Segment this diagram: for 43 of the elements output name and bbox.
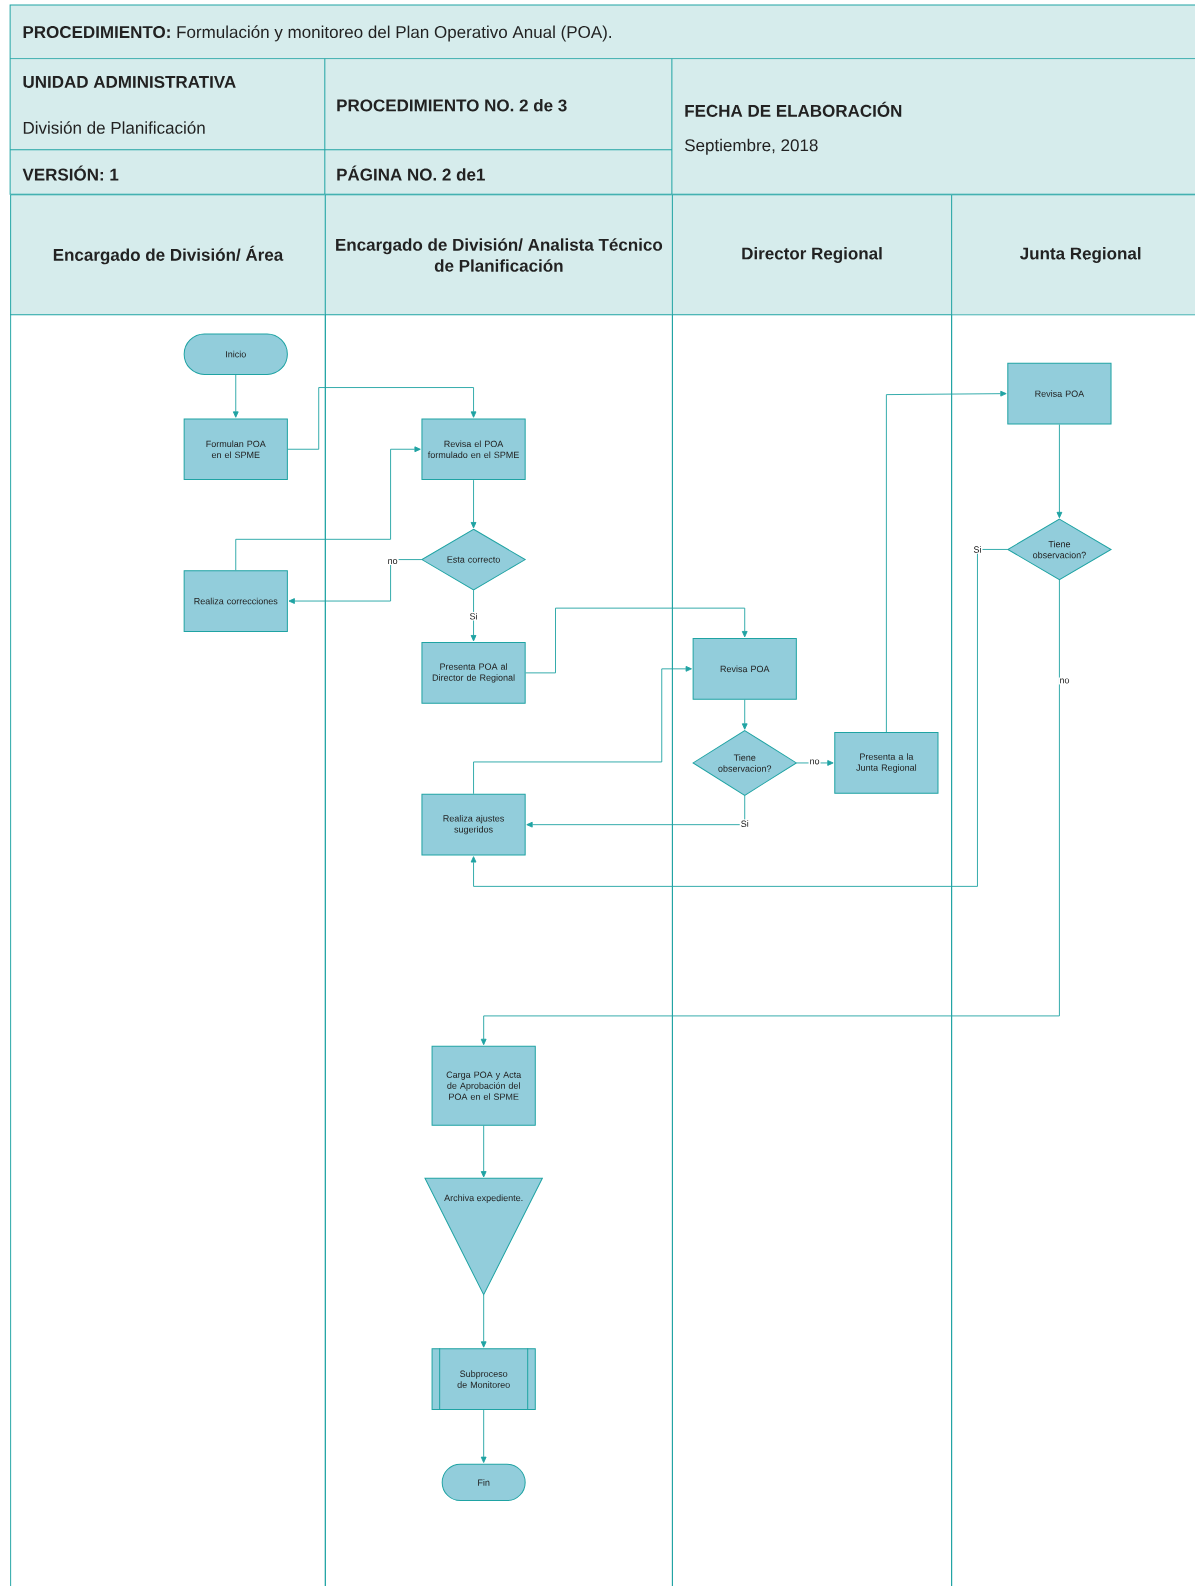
process-box: Carga POA y Acta de Aprobación del POA en el SPME [431,1045,536,1126]
process-box: Realiza correcciones [183,570,288,632]
arrow [480,1125,487,1178]
edge-label: Si [469,612,477,620]
title: PROCEDIMIENTO: Formulación y monitoreo del Plan Operativo Anual (POA). [23,25,611,42]
process-box: Revisa POA [1007,362,1112,425]
arrow [525,607,748,674]
arrow [1056,424,1063,519]
subprocess-box: Subproceso de Monitoreo [431,1347,536,1411]
cell-heading: VERSIÓN: 1 [22,165,119,181]
process-box: Presenta a la Junta Regional [834,732,939,794]
cell-heading: FECHA DE ELABORACIÓN [685,101,902,117]
arrow [232,374,239,418]
arrow [470,549,1009,887]
process-box: Formulan POA en el SPME [183,418,288,481]
arrow [480,579,1060,1046]
arrow [796,760,834,766]
cell-text: División de Planificación [23,121,205,134]
edge-label: Si [741,820,749,827]
arrow [470,589,477,642]
arrow [526,795,746,828]
process-box: Presenta POA al Director de Regional [421,642,526,704]
process-box: Revisa el POA formulado en el SPME [421,418,526,481]
process-box: Revisa POA [692,638,797,700]
process-box: Realiza ajustes sugeridos [421,793,526,856]
arrow [480,1409,487,1463]
edge-label: no [388,559,398,565]
cell-heading: PROCEDIMIENTO NO. 2 de 3 [337,99,567,112]
arrow [288,559,423,604]
arrow [235,446,421,571]
arrow [741,699,748,730]
edge-label: no [810,759,820,765]
arrow [885,390,1007,733]
cell-heading: UNIDAD ADMINISTRATIVA [23,75,236,88]
archive-triangle: Archiva expediente. [424,1177,543,1296]
edge-label: no [1060,678,1070,684]
arrow [480,1294,487,1348]
arrow [473,665,692,795]
cell-text: Septiembre, 2018 [685,138,818,155]
arrow [470,479,477,529]
arrow [287,387,477,450]
edge-label: Si [973,546,981,553]
cell-heading: PÁGINA NO. 2 de1 [337,165,485,181]
